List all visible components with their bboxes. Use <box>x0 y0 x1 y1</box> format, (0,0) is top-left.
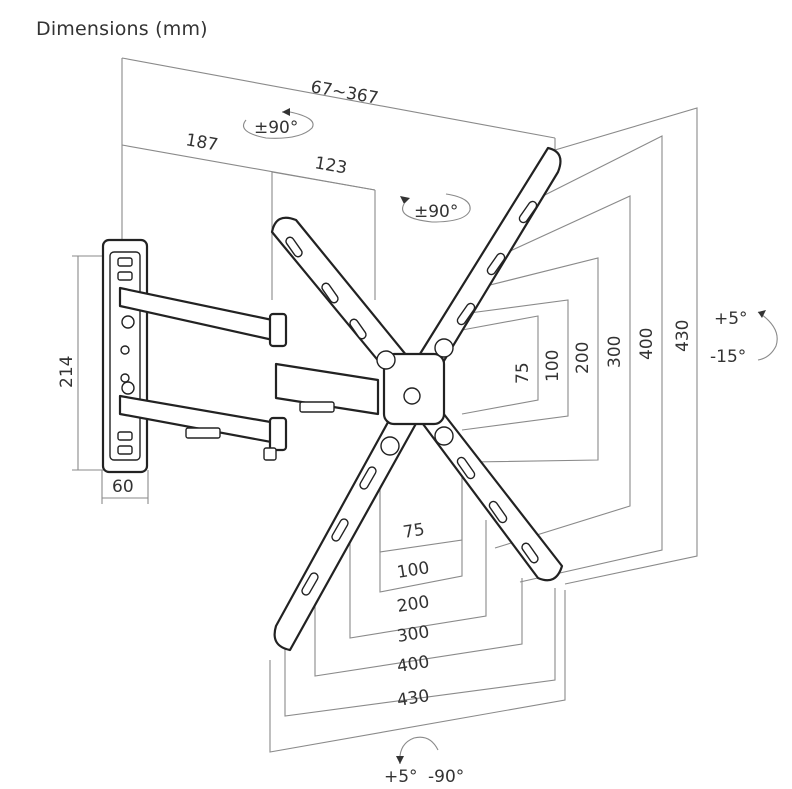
label-rotation-plus: +5° <box>384 767 418 787</box>
label-v-430: 430 <box>673 320 693 352</box>
label-height-214: 214 <box>57 356 77 388</box>
label-h-430: 430 <box>396 686 431 711</box>
label-h-200: 200 <box>396 592 431 617</box>
label-v-400: 400 <box>637 328 657 360</box>
label-v-100: 100 <box>543 350 563 382</box>
label-h-400: 400 <box>396 652 431 677</box>
label-rotation-minus: -90° <box>428 767 464 787</box>
label-extension: 67~367 <box>309 77 380 109</box>
label-swivel-right: ±90° <box>414 202 458 222</box>
label-v-75: 75 <box>513 362 533 384</box>
label-h-300: 300 <box>396 622 431 647</box>
dimension-lines <box>72 57 698 753</box>
swing-arms <box>118 286 380 461</box>
label-v-200: 200 <box>573 342 593 374</box>
label-v-300: 300 <box>605 336 625 368</box>
label-arm-123: 123 <box>313 153 348 178</box>
label-h-75: 75 <box>402 520 427 543</box>
label-arm-187: 187 <box>184 130 219 155</box>
wall-plate <box>101 238 149 474</box>
rotation-indicators <box>242 108 778 765</box>
label-depth-60: 60 <box>112 477 134 497</box>
arrow-head-icon <box>282 108 290 116</box>
vesa-cross-bracket <box>270 146 564 652</box>
label-h-100: 100 <box>396 558 431 583</box>
arrow-head-icon <box>400 196 410 204</box>
arrow-head-icon <box>758 310 766 318</box>
diagram-title: Dimensions (mm) <box>36 18 208 40</box>
label-tilt-down: -15° <box>710 347 746 367</box>
label-swivel-left: ±90° <box>254 118 298 138</box>
label-tilt-up: +5° <box>714 309 748 329</box>
arrow-head-icon <box>396 756 404 764</box>
